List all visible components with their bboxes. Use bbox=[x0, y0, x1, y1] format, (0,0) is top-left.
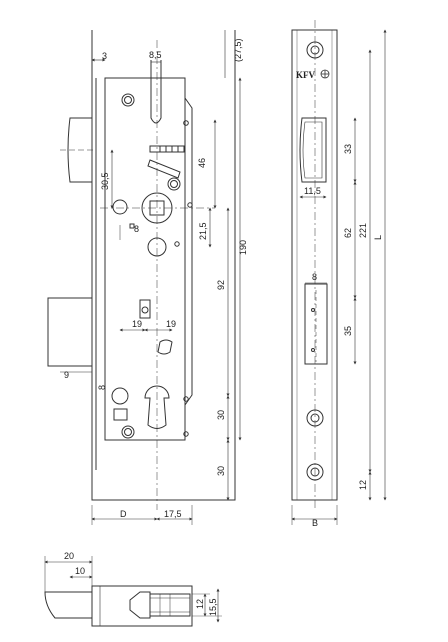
dim-3: 3 bbox=[102, 51, 107, 61]
dim-19-a: 19 bbox=[132, 319, 142, 329]
small-square bbox=[129, 223, 135, 229]
dim-20: 20 bbox=[64, 551, 74, 561]
faceplate-view bbox=[291, 20, 387, 525]
screw-bottom bbox=[121, 425, 135, 439]
dim-62: 62 bbox=[343, 228, 353, 238]
dim-11-5: 11,5 bbox=[304, 186, 321, 196]
small-rect-lower bbox=[113, 408, 128, 421]
dim-10: 10 bbox=[75, 566, 85, 576]
hole-cyl-right bbox=[183, 396, 189, 402]
faceplate-bolt-opening bbox=[304, 283, 328, 365]
top-slot bbox=[150, 60, 162, 124]
dim-17-5: 17,5 bbox=[164, 509, 182, 519]
bolt-slot bbox=[139, 299, 151, 319]
lock-case-dim-labels: 3 8,5 (27,5) 46 30,5 8 21,5 190 92 19 19… bbox=[64, 38, 248, 519]
cylinder-cutout bbox=[144, 385, 170, 429]
dim-12-bolt: 12 bbox=[195, 599, 205, 609]
kfv-logo: KFV bbox=[296, 69, 330, 80]
bolt-slot-2 bbox=[157, 339, 173, 355]
faceplate-latch-opening bbox=[299, 117, 327, 183]
dim-8-5: 8,5 bbox=[149, 50, 162, 60]
bolt-dim-labels: 20 10 12 15,5 bbox=[64, 551, 218, 616]
dim-30-5: 30,5 bbox=[100, 172, 110, 190]
dim-33: 33 bbox=[343, 144, 353, 154]
diagonal-slot bbox=[147, 159, 181, 179]
lock-case-view bbox=[47, 30, 242, 525]
bolt-side-view bbox=[44, 556, 222, 627]
faceplate-dim-labels: 33 11,5 62 221 L 8 35 12 B bbox=[304, 144, 383, 528]
dim-8-a: 8 bbox=[134, 224, 139, 234]
lock-case-plate bbox=[104, 77, 186, 441]
hole-cyl-left bbox=[111, 387, 129, 405]
screw-top bbox=[121, 93, 135, 107]
dim-30-b: 30 bbox=[216, 466, 226, 476]
dim-19-b: 19 bbox=[166, 319, 176, 329]
dim-8-b: 8 bbox=[97, 385, 107, 390]
dead-bolt bbox=[47, 297, 93, 367]
dim-21-5: 21,5 bbox=[198, 222, 208, 240]
hole-small-right bbox=[187, 202, 193, 208]
dim-9: 9 bbox=[64, 370, 69, 380]
dim-15-5: 15,5 bbox=[208, 598, 218, 616]
dim-L: L bbox=[373, 235, 383, 240]
dim-D: D bbox=[120, 509, 127, 519]
dim-8-face: 8 bbox=[312, 272, 317, 282]
dim-46: 46 bbox=[197, 158, 207, 168]
dim-B: B bbox=[312, 518, 318, 528]
bolt-mechanism bbox=[129, 591, 151, 619]
bolt-tip bbox=[44, 591, 93, 619]
dim-190: 190 bbox=[238, 240, 248, 255]
dim-92: 92 bbox=[216, 280, 226, 290]
case-edge-profile bbox=[184, 78, 193, 440]
spring-pack bbox=[149, 145, 185, 153]
faceplate-body bbox=[291, 29, 338, 501]
dim-221: 221 bbox=[358, 223, 368, 238]
dim-12-face: 12 bbox=[358, 480, 368, 490]
dim-35: 35 bbox=[343, 326, 353, 336]
bolt-body bbox=[91, 585, 193, 627]
dim-27-5: (27,5) bbox=[233, 38, 243, 62]
small-hole-bottom bbox=[183, 431, 189, 437]
dim-30-a: 30 bbox=[216, 410, 226, 420]
screw-mid bbox=[167, 177, 181, 191]
hole-small-right-2 bbox=[174, 241, 180, 247]
logo-text: KFV bbox=[296, 70, 315, 80]
small-hole bbox=[183, 120, 189, 126]
